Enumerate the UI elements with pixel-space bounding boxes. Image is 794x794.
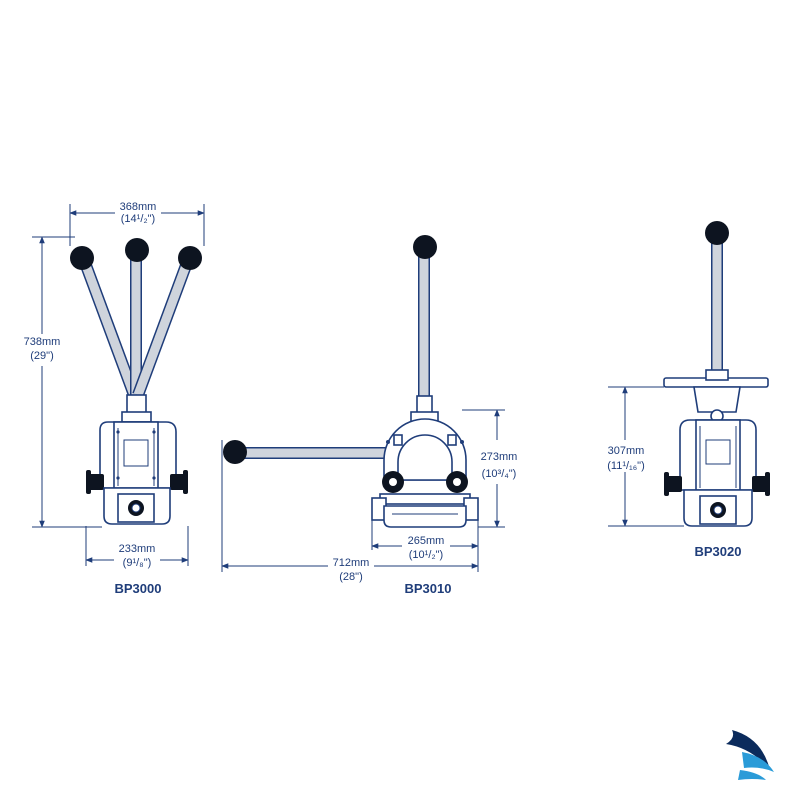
brand-swoosh-icon <box>726 730 774 780</box>
bp3010-length-mm: 712mm <box>333 557 370 569</box>
bp3010-knob-vertical <box>413 235 437 259</box>
bp3000-height-dimension: 738mm (29") <box>18 236 102 528</box>
bp3000-handles <box>70 238 202 398</box>
bp3020-drawing: 307mm (11¹/₁₆") BP3020 <box>598 221 770 559</box>
bp3010-base-in: (10¹/₂") <box>409 549 443 561</box>
bp3000-height-in: (29") <box>30 350 53 362</box>
bp3020-pump-body <box>664 419 770 527</box>
bp3000-knob-left <box>70 246 94 270</box>
bp3000-base-dimension: 233mm (9¹/₈") <box>85 526 189 572</box>
bp3020-height-mm: 307mm <box>608 445 645 457</box>
bp3000-drawing: 368mm (14¹/₂") 738mm (29") 233mm (9¹/₈")… <box>18 200 205 596</box>
bp3000-pump-body <box>86 421 188 525</box>
bp3020-height-dimension: 307mm (11¹/₁₆") <box>598 386 684 527</box>
bp3000-width-in: (14¹/₂") <box>121 213 155 225</box>
bp3000-base-mm: 233mm <box>119 543 156 555</box>
bp3010-pump-body <box>371 418 479 528</box>
bp3020-model-label: BP3020 <box>695 544 742 559</box>
bp3020-height-in: (11¹/₁₆") <box>607 460 645 472</box>
bp3010-drawing: 273mm (10³/₄") 265mm (10¹/₂") 712mm (28"… <box>221 235 524 596</box>
bp3000-knob-center <box>125 238 149 262</box>
bp3010-knob-horizontal <box>223 440 247 464</box>
bp3010-length-dimension: 712mm (28") <box>221 440 479 584</box>
bp3000-height-mm: 738mm <box>24 336 61 348</box>
bp3000-width-mm: 368mm <box>120 201 157 213</box>
bp3010-base-mm: 265mm <box>408 535 445 547</box>
bp3000-width-dimension: 368mm (14¹/₂") <box>69 200 205 246</box>
bp3000-knob-right <box>178 246 202 270</box>
bp3000-base-in: (9¹/₈") <box>123 557 152 569</box>
bp3010-height-dimension: 273mm (10³/₄") <box>462 409 524 528</box>
bp3010-height-in: (10³/₄") <box>482 468 517 480</box>
bp3020-knob <box>705 221 729 245</box>
bp3010-model-label: BP3010 <box>405 581 452 596</box>
bp3010-height-mm: 273mm <box>481 451 518 463</box>
bp3010-length-in: (28") <box>339 571 362 583</box>
bp3000-model-label: BP3000 <box>115 581 162 596</box>
